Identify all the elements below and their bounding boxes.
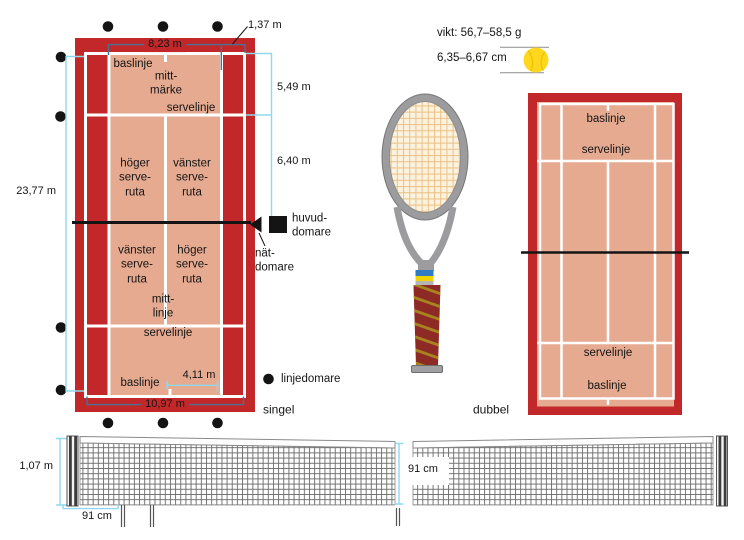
doubles-alley-right [223,54,243,396]
label-head-umpire: huvud- domare [292,212,331,239]
alley-dim-pointer [232,26,248,45]
label-notch [405,457,449,485]
dim-doubles-width: 10,97 m [141,397,189,412]
label-baseline-bottom: baslinje [120,376,160,389]
label-service-box-top-left: höger serve- ruta [119,157,151,199]
net-dimension-lines [56,437,119,510]
dim-alley-width: 1,37 m [248,19,282,32]
tennis-ball [500,46,549,74]
center-stick [395,508,401,526]
head-umpire-marker [269,216,287,233]
net-left-segment [56,435,396,527]
cyan-dimension-lines [65,52,273,393]
dim-half-width: 4,11 m [182,369,216,382]
dim-service-to-net: 6,40 m [277,155,311,168]
ball-seam [527,50,546,72]
singles-sticks [120,505,155,527]
net-mesh [412,442,714,506]
court-lines [84,52,246,398]
label-centerline: mitt- linje [151,293,175,320]
racket-strings [389,101,461,213]
label-d-baseline-top: baslinje [586,112,626,125]
label-baseline-top: baslinje [113,57,153,70]
label-service-box-bottom-right: höger serve- ruta [176,244,208,286]
label-d-serviceline-bottom: servelinje [583,346,633,359]
label-serviceline-bottom: servelinje [143,326,193,339]
caption-singles: singel [263,402,295,417]
dim-court-length: 23,77 m [16,185,56,198]
label-service-box-bottom-left: vänster serve- ruta [118,244,156,286]
tennis-racket [381,93,469,373]
racket-yellow-band [415,276,434,281]
net-right-segment [394,435,728,526]
dim-net-post-height: 1,07 m [19,460,53,473]
dim-net-stick-offset: 91 cm [82,510,112,523]
dim-singles-width: 8,23 m [144,38,186,52]
doubles-court [521,93,689,415]
net-post-right [716,435,728,507]
net-mesh [79,442,396,506]
racket-butt-cap [411,365,443,373]
singles-court [72,38,255,412]
label-d-baseline-bottom: baslinje [587,379,627,392]
caption-doubles: dubbel [473,402,510,417]
line-judge-dots [55,21,223,429]
dim-net-center-height: 91 cm [408,463,438,476]
label-d-serviceline-top: servelinje [581,143,631,156]
label-center-mark: mitt- märke [150,70,182,97]
label-net-judge: nät- domare [255,247,294,274]
net-center-height-line [394,442,404,505]
dim-baseline-to-service: 5,49 m [277,81,311,94]
label-line-judge: linjedomare [281,372,341,385]
label-serviceline-top: servelinje [166,101,216,114]
racket-blue-band [415,270,434,276]
label-ball-diameter: 6,35–6,67 cm [437,51,507,64]
label-service-box-top-right: vänster serve- ruta [173,157,211,199]
label-ball-weight: vikt: 56,7–58,5 g [437,26,522,39]
net-judge-marker [250,216,266,247]
line-judge-legend-dot [263,373,274,385]
net-post-left [66,435,79,507]
doubles-alley-left [87,54,108,396]
